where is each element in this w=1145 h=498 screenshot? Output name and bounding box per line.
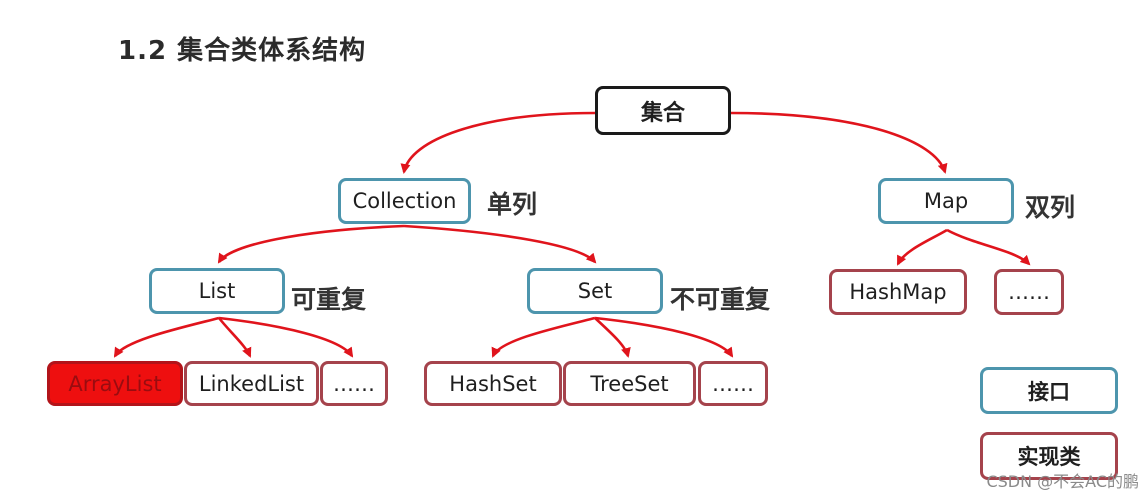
node-set: Set [527,268,663,314]
node-linkedlist: LinkedList [184,361,319,406]
arrow-set-more [594,316,734,358]
node-hashmap: HashMap [829,269,967,315]
legend-interface: 接口 [980,367,1118,414]
node-list-more: …… [320,361,388,406]
arrow-list-more [218,316,354,358]
page-title: 1.2 集合类体系结构 [118,36,367,66]
watermark: CSDN @不会AC的鹏 [986,472,1139,491]
arrow-set-treeset [594,317,631,358]
arrow-collection-list [217,224,405,264]
arrow-root-map [730,111,948,174]
arrow-map-more [946,228,1031,266]
note-single-column: 单列 [487,190,538,219]
arrow-collection-set [403,224,597,264]
node-hashset: HashSet [424,361,562,406]
arrow-set-hashset [491,316,596,358]
node-arraylist: ArrayList [47,361,183,406]
node-collection-root: 集合 [595,86,731,135]
arrow-map-hashmap [896,228,948,266]
node-list: List [149,268,285,314]
arrow-root-collection [400,111,596,174]
arrow-list-linkedlist [217,317,252,358]
note-non-repeatable: 不可重复 [670,285,771,314]
node-map-more: …… [994,269,1064,315]
note-double-column: 双列 [1025,193,1076,222]
note-repeatable: 可重复 [291,285,367,314]
node-set-more: …… [698,361,768,406]
node-map: Map [878,178,1014,224]
legend-implementation: 实现类 [980,432,1118,480]
arrow-list-arraylist [113,316,220,358]
node-collection: Collection [338,178,471,224]
node-treeset: TreeSet [563,361,696,406]
